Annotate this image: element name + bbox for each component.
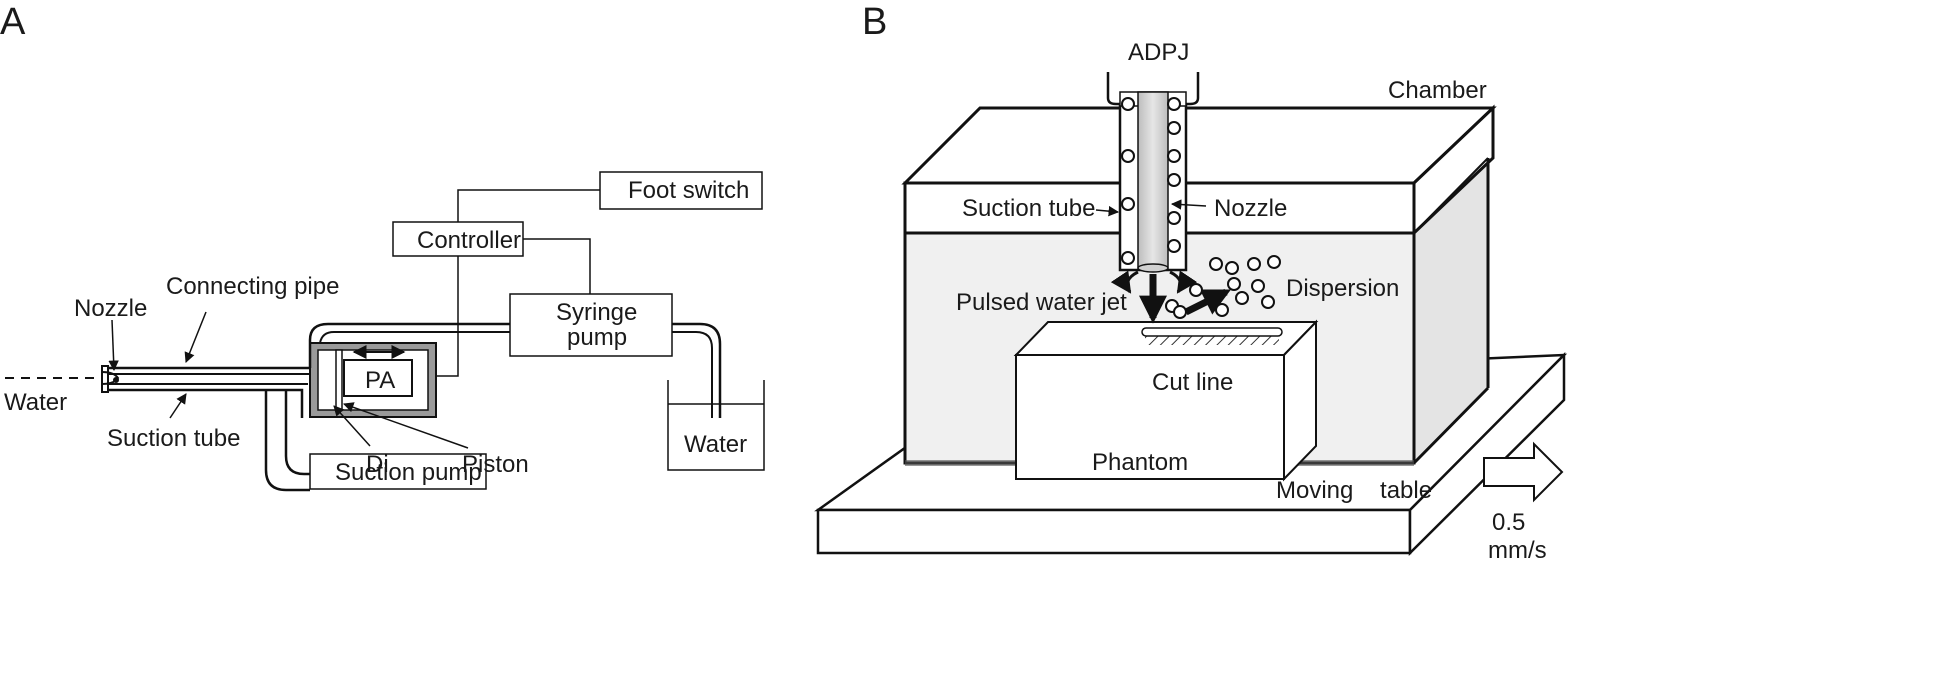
cut-line-hatch	[1145, 335, 1279, 345]
connecting-pipe	[101, 343, 327, 418]
suction-bubbles	[1121, 97, 1181, 265]
di-pointer	[333, 405, 371, 447]
controller-label: Controller	[417, 227, 521, 254]
vortex-left	[1110, 270, 1139, 294]
piston	[335, 349, 343, 411]
nozzle-label-b: Nozzle	[1214, 195, 1287, 222]
suction-tube-label-b: Suction tube	[962, 195, 1095, 222]
piston-housing: PA	[309, 342, 437, 418]
suction-tube-label-a: Suction tube	[107, 425, 240, 452]
piston-pointer	[343, 402, 469, 449]
supply-pipe	[308, 322, 722, 418]
table-direction-arrow	[1483, 441, 1564, 503]
foot-switch-label: Foot switch	[628, 177, 749, 204]
dispersion-bubbles	[1165, 255, 1281, 319]
adpj-label: ADPJ	[1128, 39, 1189, 66]
adpj-device	[1106, 72, 1200, 273]
panel-b: B	[814, 1, 1568, 564]
syringe-pump-label-2: pump	[567, 324, 627, 351]
panel-a: A PA	[0, 1, 765, 492]
water-beaker	[667, 380, 765, 471]
cut-line-label: Cut line	[1152, 369, 1233, 396]
connecting-pipe-label: Connecting pipe	[166, 273, 339, 300]
syringe-pump-label-1: Syringe	[556, 299, 637, 326]
suction-pump-label: Suction pump	[335, 459, 482, 486]
jet-dynamics	[1110, 255, 1281, 324]
cut-line	[1141, 327, 1283, 337]
suction-tube-pointer-a	[169, 393, 187, 419]
pulsed-water-jet-label: Pulsed water jet	[956, 289, 1127, 316]
panel-b-letter: B	[862, 1, 887, 43]
controller-box	[392, 221, 524, 257]
moving-table-label: Moving table	[1276, 477, 1432, 504]
water-beaker-label: Water	[684, 431, 747, 458]
connecting-pipe-pointer	[184, 311, 207, 363]
water-inlet-label: Water	[4, 389, 67, 416]
vortex-right	[1169, 270, 1198, 294]
syringe-pump-box	[509, 293, 673, 357]
di-label: Di	[366, 451, 389, 478]
pa-actuator	[343, 359, 413, 397]
nozzle-pointer-a	[108, 319, 119, 372]
nozzle-tube	[1137, 91, 1169, 269]
panel-a-letter: A	[0, 1, 26, 43]
phantom	[1013, 319, 1319, 482]
control-wiring	[436, 189, 600, 377]
speed-value-label: 0.5	[1492, 509, 1525, 536]
speed-unit-label: mm/s	[1488, 537, 1547, 564]
phantom-label: Phantom	[1092, 449, 1188, 476]
suction-tube-a	[264, 390, 310, 492]
nozzle-orifice	[113, 377, 119, 383]
pa-label: PA	[365, 367, 395, 394]
nozzle-pointer-b	[1170, 199, 1207, 210]
suction-pump-box	[309, 453, 487, 490]
dispersion-arrow	[1184, 288, 1232, 316]
foot-switch-box	[599, 171, 763, 210]
dispersion-label: Dispersion	[1286, 275, 1399, 302]
chamber-label: Chamber	[1388, 77, 1487, 104]
nozzle-label-a: Nozzle	[74, 295, 147, 322]
suction-tube-pointer-b	[1095, 205, 1120, 217]
piston-label: Piston	[462, 451, 529, 478]
